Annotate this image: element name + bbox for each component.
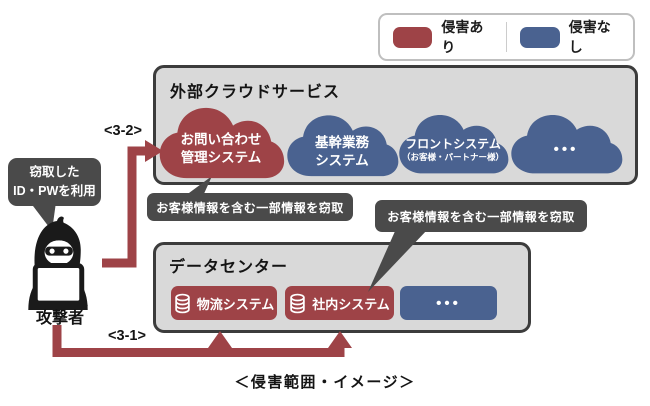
callout-datacenter-theft: お客様情報を含む一部情報を窃取	[375, 200, 587, 232]
diagram-caption: ＜侵害範囲・イメージ＞	[234, 374, 416, 391]
legend: 侵害あり 侵害なし	[378, 13, 635, 61]
legend-label-breached: 侵害あり	[441, 19, 484, 55]
legend-item-breached: 侵害あり	[393, 17, 493, 57]
hacker-icon	[28, 216, 88, 310]
cloud-core-system: 基幹業務 システム	[284, 106, 400, 183]
cloud-core-label: 基幹業務 システム	[315, 134, 369, 168]
step-label-3-1: <3-1>	[108, 328, 146, 344]
cloud-inquiry-system: お問い合わせ 管理システム	[156, 97, 286, 186]
cloud-front-label: フロントシステム （お客様・パートナー様）	[401, 136, 504, 163]
cloud-others-label: •••	[553, 141, 579, 159]
database-icon	[174, 293, 190, 313]
cloud-icon	[159, 107, 285, 179]
datacenter-panel: データセンター 物流システム 社内シス	[153, 242, 531, 333]
legend-divider	[505, 22, 508, 52]
bubble-line: ID・PWを利用	[13, 184, 96, 198]
system-box-others: •••	[400, 286, 497, 320]
step-label-3-2: <3-2>	[104, 123, 142, 139]
legend-label-safe: 侵害なし	[568, 19, 611, 55]
callout-cloud-theft: お客様情報を含む一部情報を窃取	[147, 193, 353, 221]
datacenter-title: データセンター	[169, 259, 289, 276]
cloud-front-system: フロントシステム （お客様・パートナー様）	[396, 106, 510, 180]
system-box-internal: 社内システム	[285, 286, 394, 320]
safe-swatch	[520, 26, 560, 48]
system-label: 社内システム	[312, 296, 390, 312]
cloud-others: •••	[508, 106, 624, 180]
database-icon	[290, 293, 305, 313]
system-label: •••	[436, 294, 461, 312]
arrowhead-logistics	[208, 331, 232, 348]
arrowhead-internal	[328, 331, 352, 348]
breached-swatch	[393, 26, 433, 48]
legend-item-safe: 侵害なし	[520, 17, 620, 57]
cloud-icon	[287, 115, 399, 177]
cloud-icon	[399, 115, 509, 174]
cloud-icon	[511, 115, 623, 174]
attack-path-cloud	[102, 146, 146, 268]
cloud-inquiry-label: お問い合わせ 管理システム	[180, 131, 262, 165]
system-box-logistics: 物流システム	[171, 286, 277, 320]
attacker-bubble: 窃取した ID・PWを利用	[8, 158, 101, 206]
bubble-line: 窃取した	[29, 165, 80, 180]
cloud-services-title: 外部クラウドサービス	[170, 84, 341, 101]
attacker-label: 攻撃者	[35, 310, 84, 327]
system-label: 物流システム	[196, 296, 275, 312]
